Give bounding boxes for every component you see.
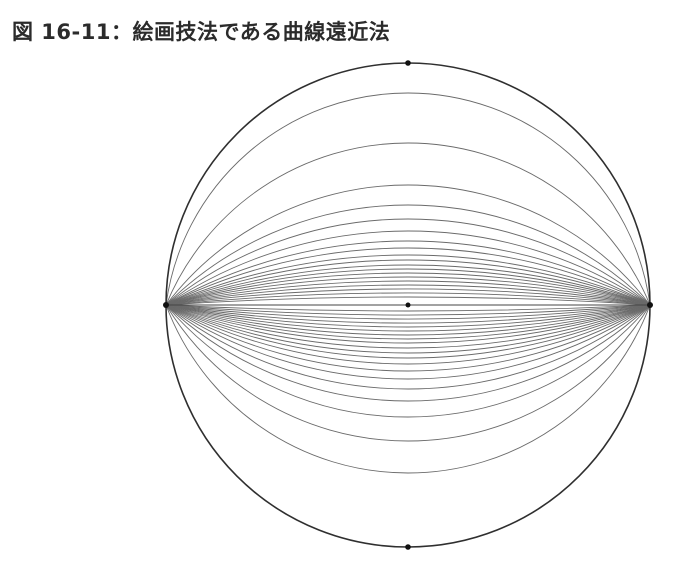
- lower-arc-13: [165, 304, 651, 340]
- upper-arc-8: [165, 247, 651, 306]
- lower-arc-2: [165, 304, 651, 442]
- lower-arc-20: [165, 304, 651, 312]
- lower-arc-7: [165, 304, 651, 372]
- upper-arc-1: [165, 92, 651, 306]
- upper-arc-12: [165, 268, 651, 306]
- upper-arc-15: [165, 280, 651, 306]
- lower-arc-18: [165, 304, 651, 320]
- lower-arc-17: [165, 304, 651, 324]
- lower-arc-1: [165, 304, 651, 474]
- upper-arc-14: [165, 276, 651, 306]
- lower-arc-5: [165, 304, 651, 390]
- lower-arc-3: [165, 304, 651, 418]
- lower-arc-14: [165, 304, 651, 336]
- upper-arc-10: [165, 259, 651, 306]
- lower-arc-4: [165, 304, 651, 402]
- lower-arc-15: [165, 304, 651, 332]
- upper-arc-4: [165, 204, 651, 306]
- upper-arc-11: [165, 264, 651, 306]
- figure-caption: 図 16-11：絵画技法である曲線遠近法: [12, 20, 391, 44]
- upper-arc-19: [165, 296, 651, 306]
- lower-arc-12: [165, 304, 651, 344]
- left-vanishing-point: [163, 302, 169, 308]
- lower-arc-10: [165, 304, 651, 354]
- upper-arc-9: [165, 254, 651, 306]
- upper-arc-2: [165, 142, 651, 306]
- upper-arc-17: [165, 288, 651, 306]
- lower-arc-9: [165, 304, 651, 359]
- top-point: [405, 60, 411, 66]
- upper-arc-16: [165, 284, 651, 306]
- upper-arc-7: [165, 240, 651, 306]
- lower-arc-11: [165, 304, 651, 349]
- upper-arc-3: [165, 184, 651, 306]
- lower-arc-6: [165, 304, 651, 380]
- bottom-point: [405, 544, 411, 550]
- upper-arc-18: [165, 292, 651, 306]
- upper-arc-group: [165, 92, 651, 306]
- lower-arc-16: [165, 304, 651, 328]
- upper-arc-6: [165, 230, 651, 306]
- lower-arc-8: [165, 304, 651, 365]
- upper-arc-5: [165, 218, 651, 306]
- center-point: [405, 302, 411, 308]
- lower-arc-19: [165, 304, 651, 316]
- upper-arc-13: [165, 272, 651, 306]
- right-vanishing-point: [647, 302, 653, 308]
- lower-arc-group: [165, 304, 651, 474]
